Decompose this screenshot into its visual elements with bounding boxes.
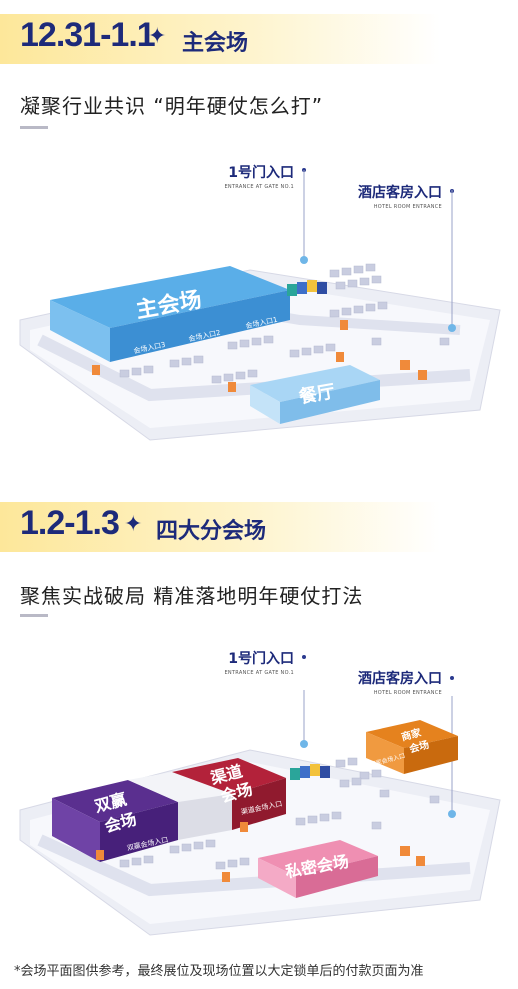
footnote: *会场平面图供参考，最终展位及现场位置以大定锁单后的付款页面为准: [14, 964, 424, 979]
booth-block: [290, 768, 300, 780]
section1-hotel-label: 酒店客房入口 HOTEL ROOM ENTRANCE: [358, 185, 442, 210]
section1-divider: [20, 126, 48, 129]
section1-subtitle: 凝聚行业共识 “明年硬仗怎么打”: [20, 94, 324, 118]
section2-gate-dot: [302, 655, 306, 659]
hall-b-top: [172, 758, 286, 794]
booth-block: [287, 284, 297, 296]
booth-block: [317, 282, 327, 294]
booth-block: [300, 766, 310, 778]
section2-hall-title: 四大分会场: [156, 519, 267, 544]
section1-header-band: 12.31-1.1 ✦ 主会场: [0, 14, 518, 64]
section1-date: 12.31-1.1: [20, 16, 156, 54]
hall-c-top: [366, 720, 458, 748]
section2-floor-map: 双赢 会场 双赢会场入口 渠道 会场 渠道会场入口 商家 会场 商家会场入口 私…: [19, 690, 501, 936]
section2-gate-label: 1号门入口 ENTRANCE AT GATE NO.1: [224, 651, 294, 676]
location-pin-icon: [448, 324, 456, 332]
section2-header-band: 1.2-1.3 ✦ 四大分会场: [0, 502, 518, 552]
section1-hall-title: 主会场: [182, 31, 249, 56]
section1-floor-map: 主会场 会场入口1 会场入口2 会场入口3 餐厅: [19, 170, 501, 441]
main-hall-top: [50, 266, 290, 328]
section1-gate-label: 1号门入口 ENTRANCE AT GATE NO.1: [224, 165, 294, 190]
location-pin-icon: [300, 256, 308, 264]
sparkle-icon: ✦: [148, 24, 167, 49]
section2-date: 1.2-1.3: [20, 504, 120, 542]
sparkle-icon: ✦: [124, 512, 143, 537]
gap-block: [128, 772, 232, 802]
section2-divider: [20, 614, 48, 617]
booth-block: [297, 282, 307, 294]
location-pin-icon: [448, 810, 456, 818]
main-hall-front: [110, 290, 290, 362]
hall-a-top: [52, 780, 178, 822]
section2-hotel-label: 酒店客房入口 HOTEL ROOM ENTRANCE: [358, 671, 442, 696]
section2-subtitle: 聚焦实战破局 精准落地明年硬仗打法: [20, 584, 364, 608]
hall-d-top: [258, 840, 378, 876]
booth-block: [307, 280, 317, 292]
dining-top: [250, 365, 380, 402]
section2-hotel-dot: [450, 676, 454, 680]
booth-block: [310, 764, 320, 776]
booth-block: [320, 766, 330, 778]
location-pin-icon: [300, 740, 308, 748]
